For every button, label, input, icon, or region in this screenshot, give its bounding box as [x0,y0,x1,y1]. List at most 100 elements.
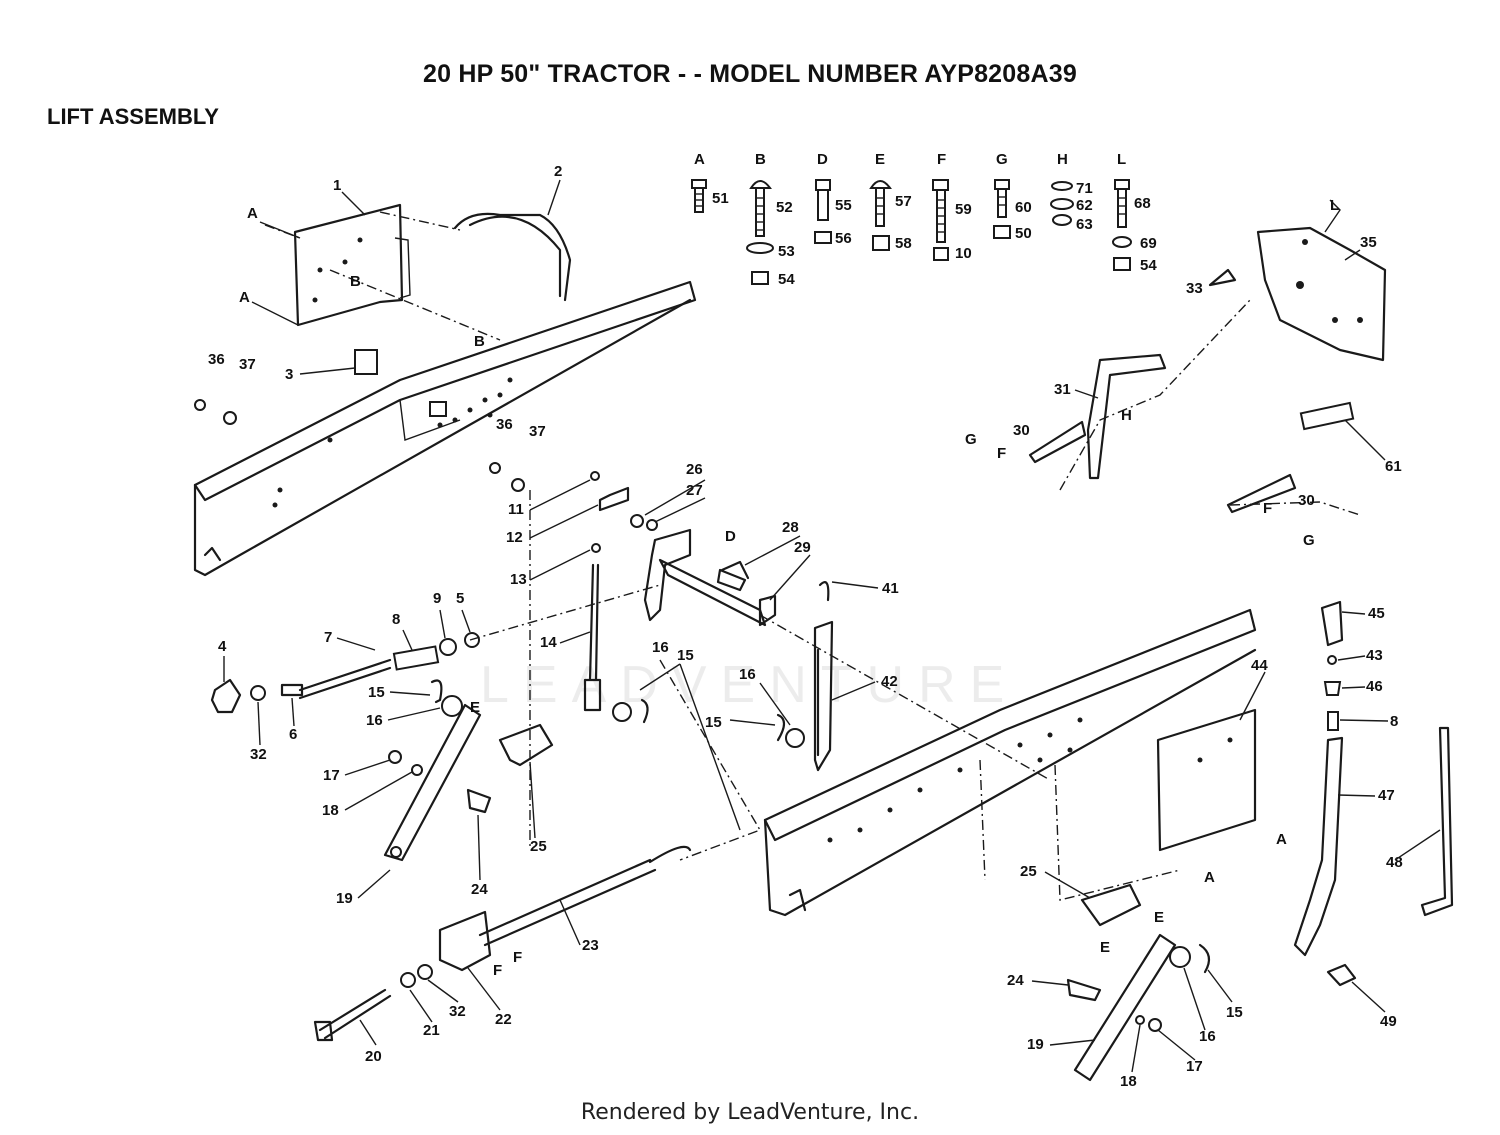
callout-37-b: 37 [529,423,546,440]
callout-15-c: 15 [705,714,722,731]
callout-11: 11 [508,501,524,518]
handle-part-47 [1293,736,1344,957]
nut-part-32-b-icon [417,964,433,980]
nut-part-17-icon [388,750,402,764]
callout-33: 33 [1186,280,1203,297]
kit-key-l: L [1117,151,1126,168]
callout-30-b: 30 [1298,492,1315,509]
callout-5: 5 [456,590,464,607]
washer-part-16-c-icon [785,728,805,748]
bolt-68-icon [1114,179,1130,228]
callout-53: 53 [778,243,795,260]
callout-29: 29 [794,539,811,556]
callout-g-b: G [1303,532,1315,549]
callout-35: 35 [1360,234,1377,251]
callout-8-b: 8 [1390,713,1398,730]
callout-b1: B [350,273,361,290]
link-part-19 [383,703,482,862]
kit-key-f: F [937,151,946,168]
pad-part-3 [354,349,378,375]
hardware-kits: A B D E F G H L 51 52 53 54 55 [691,151,1157,288]
callout-9: 9 [433,590,441,607]
callout-f2: F [513,949,522,966]
washer-part-26-icon [630,514,644,528]
nut-54-l-icon [1113,257,1131,271]
washer-part-16-b-icon [612,702,632,722]
bracket-part-22 [438,910,492,972]
callout-62: 62 [1076,197,1093,214]
washer-part-16-d-icon [1169,946,1191,968]
arm-part-30 [1028,420,1087,464]
nut-50-icon [993,225,1011,239]
nut-54-icon [751,271,769,285]
kit-key-h: H [1057,151,1068,168]
nut-part-13-icon [591,543,601,553]
callout-32-b: 32 [449,1003,466,1020]
bracket-part-25 [498,723,554,767]
bolt-part-24-icon [466,788,492,814]
spring-part-8-b-icon [1327,711,1339,731]
callout-16-d: 16 [1199,1028,1216,1045]
nut-part-37-b-icon [511,478,525,492]
callout-f3: F [997,445,1006,462]
kit-key-a: A [694,151,705,168]
washer-part-21-icon [400,972,416,988]
spring-part-8-icon [392,645,440,671]
callout-30: 30 [1013,422,1030,439]
callout-19-b: 19 [1027,1036,1044,1053]
bolt-part-28-icon [720,560,750,580]
callout-6: 6 [289,726,297,743]
callout-20: 20 [365,1048,382,1065]
callout-8: 8 [392,611,400,628]
callout-50: 50 [1015,225,1032,242]
clip-part-36-icon [194,399,206,411]
callout-15-d: 15 [1226,1004,1243,1021]
kit-key-d: D [817,151,828,168]
callout-e3: E [1100,939,1110,956]
alignment-lines [264,211,1181,901]
page-title: 20 HP 50" TRACTOR - - MODEL NUMBER AYP82… [423,60,1077,88]
callout-18: 18 [322,802,339,819]
callout-58: 58 [895,235,912,252]
callout-36: 36 [208,351,225,368]
callout-56: 56 [835,230,852,247]
clip-part-15-c-icon [776,713,786,742]
callout-b2: B [474,333,485,350]
nut-56-icon [814,231,832,244]
nut-part-11-icon [590,471,600,481]
callout-1: 1 [333,177,341,194]
button-part-46-icon [1323,681,1342,696]
callout-42: 42 [881,673,898,690]
callout-43: 43 [1366,647,1383,664]
right-frame-rail [763,608,1257,917]
rod-part-48 [1420,726,1454,917]
callout-3: 3 [285,366,293,383]
callout-12: 12 [506,529,523,546]
callout-41: 41 [882,580,899,597]
washer-69-icon [1112,236,1132,248]
callout-22: 22 [495,1011,512,1028]
pad-part-61 [1299,401,1355,431]
bolt-part-33-icon [1208,268,1237,287]
callout-31: 31 [1054,381,1071,398]
bolt-60-icon [994,179,1010,218]
callout-16-a: 16 [366,712,383,729]
clip-part-15-b-icon [640,698,649,724]
clip-part-15-a-icon [430,679,443,704]
callout-labels: 1 2 A A B B 3 36 37 36 37 11 12 13 26 27… [208,163,1403,1090]
bolt-part-49-icon [1326,963,1357,987]
callout-47: 47 [1378,787,1395,804]
callout-7: 7 [324,629,332,646]
kit-key-b: B [755,151,766,168]
bolt-59-icon [932,179,949,243]
plate-part-44 [1156,708,1257,852]
callout-24-b: 24 [1007,972,1024,989]
callout-18-b: 18 [1120,1073,1137,1090]
callout-25-b: 25 [1020,863,1037,880]
carriage-bolt-52-icon [749,180,772,237]
callout-37: 37 [239,356,256,373]
callout-60: 60 [1015,199,1032,216]
plate-part-35 [1256,226,1387,362]
rod-part-42 [813,620,834,772]
callout-44: 44 [1251,657,1268,674]
